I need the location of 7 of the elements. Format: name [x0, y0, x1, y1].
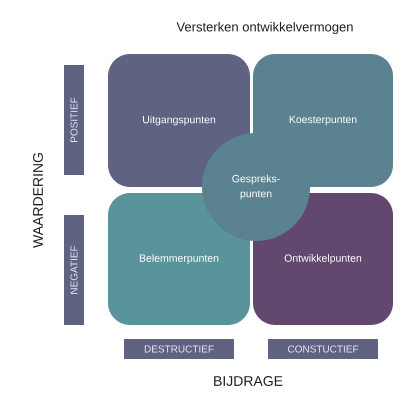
axis-label-bar: DESTRUCTIEF [124, 339, 234, 359]
axis-label-bar: NEGATIEF [64, 215, 84, 325]
title: Versterken ontwikkelvermogen [176, 22, 353, 34]
axis-title: BIJDRAGE [214, 376, 282, 386]
axis-label-bar: CONSTUCTIEF [268, 339, 378, 359]
axis-label-bar: POSITIEF [64, 65, 84, 175]
axis-title: WAARDERING [33, 153, 43, 248]
